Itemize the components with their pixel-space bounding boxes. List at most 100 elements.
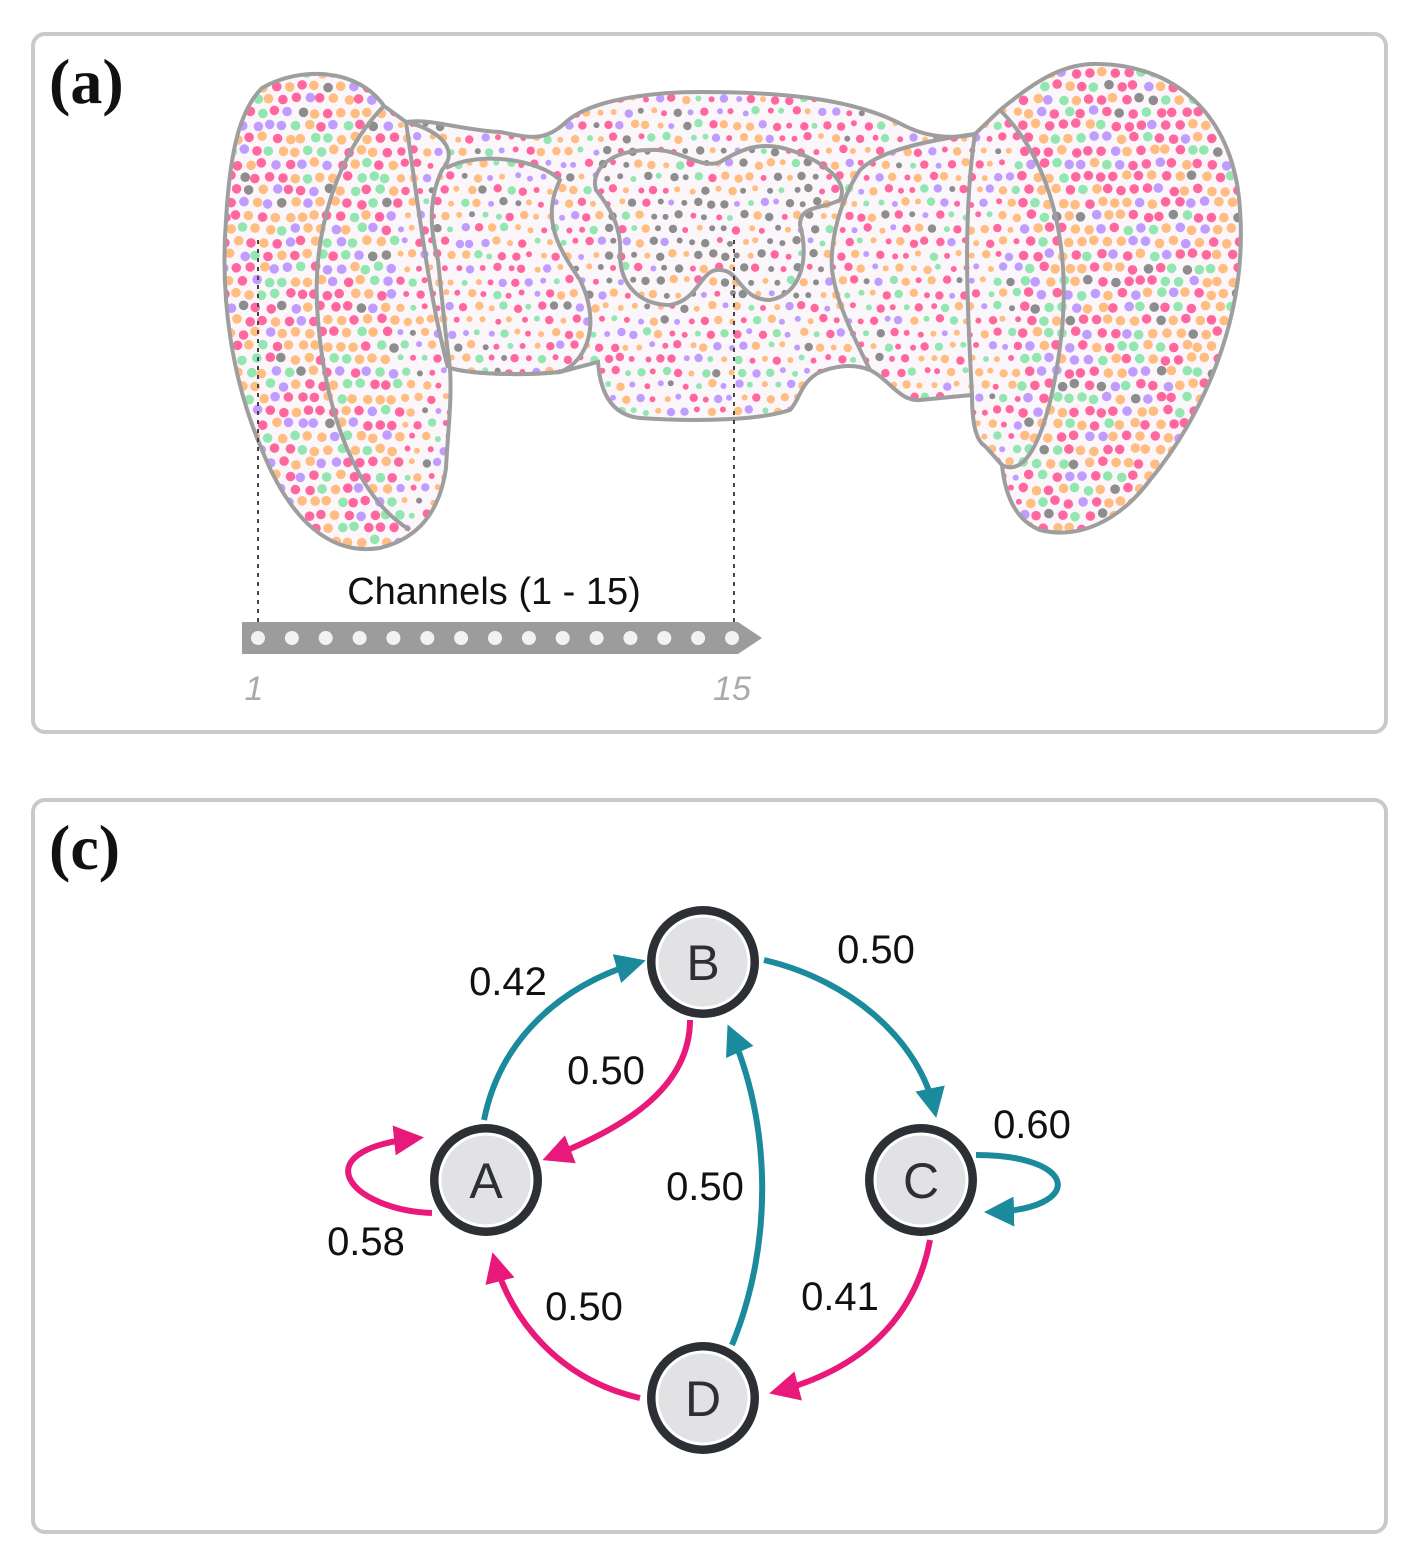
brain-dot	[531, 548, 541, 550]
brain-dot	[609, 548, 619, 550]
brain-dot	[901, 197, 910, 206]
brain-dot	[256, 158, 267, 168]
brain-dot	[629, 459, 636, 466]
brain-dot	[1116, 134, 1127, 145]
brain-dot	[375, 395, 386, 405]
brain-dot	[552, 538, 559, 545]
brain-dot	[683, 250, 690, 257]
brain-dot	[493, 343, 500, 350]
brain-dot	[1077, 263, 1087, 274]
brain-dot	[599, 315, 605, 322]
brain-dot	[606, 511, 613, 518]
brain-dot	[570, 340, 579, 349]
brain-dot	[434, 536, 441, 543]
brain-dot	[557, 136, 564, 143]
brain-dot	[682, 68, 688, 75]
brain-dot	[1069, 355, 1080, 365]
brain-dot	[975, 80, 984, 89]
brain-dot	[897, 368, 906, 378]
brain-dot	[714, 444, 723, 453]
brain-dot	[284, 367, 295, 378]
brain-dot	[622, 135, 631, 144]
brain-dot	[283, 184, 294, 195]
brain-dot	[768, 56, 774, 62]
brain-dot	[1130, 54, 1140, 64]
brain-dot	[550, 433, 557, 440]
brain-dot	[1154, 211, 1164, 222]
brain-dot	[903, 147, 912, 157]
brain-dot	[935, 291, 944, 300]
brain-dot	[1172, 458, 1183, 468]
brain-dot	[1070, 224, 1081, 234]
brain-dot	[630, 276, 637, 283]
brain-dot	[376, 81, 387, 92]
brain-dot	[516, 264, 526, 273]
brain-dot	[700, 445, 710, 454]
brain-dot	[657, 198, 664, 205]
brain-dot	[277, 433, 288, 444]
brain-dot	[408, 512, 415, 519]
brain-dot	[500, 381, 507, 388]
brain-dot	[694, 250, 703, 260]
brain-dot	[336, 107, 346, 118]
brain-dot	[511, 278, 520, 287]
brain-dot	[401, 237, 408, 244]
brain-dot	[638, 133, 645, 140]
brain-dot	[1241, 354, 1251, 364]
brain-dot	[579, 226, 586, 233]
brain-dot	[598, 550, 604, 556]
brain-dot	[557, 444, 566, 453]
brain-dot	[276, 120, 287, 131]
brain-dot	[1207, 133, 1217, 144]
brain-dot	[285, 548, 295, 550]
brain-dot	[1127, 80, 1138, 90]
brain-dot	[1168, 134, 1179, 144]
brain-dot	[819, 240, 826, 247]
brain-dot	[904, 459, 910, 466]
brain-dot	[291, 197, 302, 207]
brain-dot	[312, 550, 322, 560]
brain-dot	[525, 407, 534, 416]
brain-dot	[349, 315, 359, 325]
brain-dot	[779, 135, 786, 142]
brain-dot	[466, 394, 476, 403]
brain-dot	[1160, 534, 1171, 544]
brain-dot	[1186, 225, 1197, 236]
brain-dot	[1082, 251, 1092, 262]
brain-dot	[1014, 396, 1021, 402]
brain-dot	[406, 379, 416, 389]
brain-dot	[666, 408, 676, 417]
brain-dot	[830, 418, 839, 428]
brain-dot	[615, 121, 624, 130]
brain-dot	[778, 107, 785, 114]
brain-dot	[765, 470, 774, 479]
brain-dot	[1252, 326, 1262, 336]
brain-dot	[798, 511, 807, 521]
brain-dot	[662, 213, 669, 220]
brain-dot	[1150, 431, 1161, 441]
brain-dot	[1155, 81, 1166, 92]
brain-dot	[1199, 196, 1210, 206]
brain-dot	[316, 458, 327, 469]
brain-dot	[586, 83, 593, 90]
brain-dot	[1180, 551, 1190, 561]
brain-dot	[466, 56, 472, 62]
brain-dot	[514, 328, 521, 335]
brain-dot	[1095, 172, 1106, 182]
brain-dot	[754, 54, 762, 62]
brain-dot	[968, 537, 978, 547]
brain-dot	[772, 122, 782, 132]
brain-dot	[544, 396, 551, 402]
brain-dot	[943, 121, 952, 130]
brain-dot	[858, 289, 865, 296]
brain-dot	[263, 93, 274, 104]
brain-dot	[746, 381, 753, 388]
brain-dot	[1053, 523, 1063, 533]
brain-dot	[329, 510, 340, 520]
brain-dot	[1078, 340, 1088, 350]
brain-dot	[878, 199, 885, 206]
brain-dot	[746, 94, 756, 104]
brain-dot	[1144, 81, 1154, 92]
brain-dot	[1251, 225, 1261, 235]
brain-dot	[987, 496, 997, 505]
